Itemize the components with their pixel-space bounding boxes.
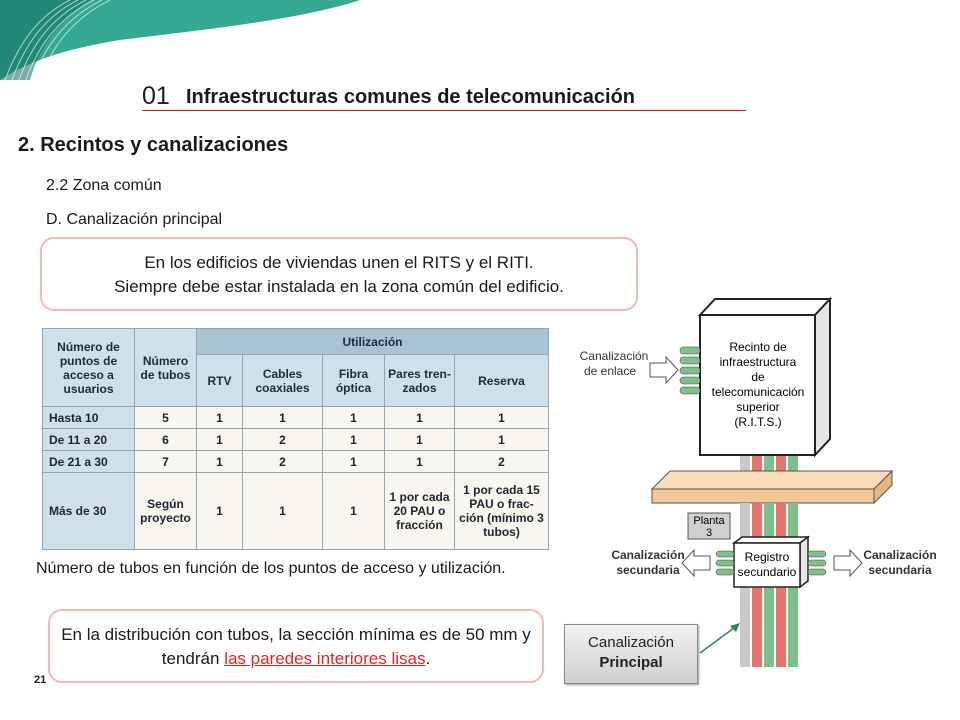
callout-line-2: Siempre debe estar instalada en la zona … xyxy=(114,277,564,296)
table-cell: 1 por cada 20 PAU o fracción xyxy=(384,472,455,550)
callout-section-note: En la distribución con tubos, la sección… xyxy=(48,609,544,683)
planta-label: Planta xyxy=(693,515,725,527)
table-cell: 1 xyxy=(322,406,385,429)
table-cell: 1 xyxy=(242,472,323,550)
label-secundaria-left-2: secundaria xyxy=(616,563,680,577)
table-cell: 1 xyxy=(196,450,243,473)
topic-title: D. Canalización principal xyxy=(46,211,223,228)
table-cell: 1 xyxy=(196,472,243,550)
arrow-left-icon xyxy=(681,548,711,578)
arrow-right-icon xyxy=(649,355,679,385)
table-cell: 1 xyxy=(384,406,455,429)
note-text-end: . xyxy=(425,649,431,668)
arrow-right-icon xyxy=(833,548,863,578)
note-text: En la distribución con tubos, la sección… xyxy=(61,625,531,668)
table-cell: 1 xyxy=(322,450,385,473)
header-utilizacion: Utilización xyxy=(195,328,550,355)
header-tube-count: Número de tubos xyxy=(134,328,197,407)
tubes-table-image: Número de puntos de acceso a usuarios Nú… xyxy=(42,328,550,550)
floor-slab xyxy=(650,469,894,505)
planta-label-box xyxy=(687,512,731,540)
table-cell: 7 xyxy=(134,450,197,473)
callout-line-1: En los edificios de viviendas unen el RI… xyxy=(144,253,534,272)
table-cell: 1 xyxy=(196,406,243,429)
label-secundaria-right: Canalización xyxy=(863,548,936,562)
header-pares: Pares tren- zados xyxy=(384,354,455,407)
table-cell: Según proyecto xyxy=(134,472,197,550)
table-cell: 1 xyxy=(453,406,550,429)
header-access-points: Número de puntos de acceso a usuarios xyxy=(42,328,135,407)
section-title: 2. Recintos y canalizaciones xyxy=(18,134,289,156)
registro-label: Registro xyxy=(745,550,790,564)
table-row: De 21 a 30 7 1 2 1 1 2 xyxy=(42,450,550,473)
pointer-line xyxy=(699,624,739,654)
label-de-enlace: de enlace xyxy=(584,364,636,378)
rits-label-line: infraestructura xyxy=(720,355,797,369)
planta-number: 3 xyxy=(706,527,712,539)
rits-label-line: (R.I.T.S.) xyxy=(734,415,781,429)
table-cell: Hasta 10 xyxy=(42,406,135,429)
canalizacion-diagram: Recinto de infraestructura de telecomuni… xyxy=(580,296,937,667)
rits-label-line: superior xyxy=(736,400,779,414)
header-reserva: Reserva xyxy=(453,354,550,407)
table-cell: 1 xyxy=(453,428,550,451)
table-cell: 6 xyxy=(134,428,197,451)
header-rtv: RTV xyxy=(196,354,243,407)
principal-label-line-2: Principal xyxy=(599,654,663,671)
table-cell: De 11 a 20 xyxy=(42,428,135,451)
table-cell: 1 xyxy=(384,450,455,473)
table-row: Más de 30 Según proyecto 1 1 1 1 por cad… xyxy=(42,472,550,550)
chapter-title: Infraestructuras comunes de telecomunica… xyxy=(186,86,636,108)
registro-secundario-box: Registro secundario xyxy=(731,535,811,589)
page-number: 21 xyxy=(34,674,47,686)
table-cell: 1 xyxy=(322,472,385,550)
pointer-arrowhead xyxy=(730,623,740,632)
decorative-wave-graphic xyxy=(0,0,360,80)
label-canalizacion-enlace: Canalización xyxy=(580,349,649,363)
label-secundaria-right-2: secundaria xyxy=(868,563,932,577)
table-cell: Más de 30 xyxy=(42,472,135,550)
table-cell: De 21 a 30 xyxy=(42,450,135,473)
rits-label-line: de xyxy=(751,370,765,384)
rits-label-line: telecomunicación xyxy=(712,385,805,399)
label-secundaria-left: Canalización xyxy=(611,548,684,562)
header-fibra: Fibra óptica xyxy=(322,354,385,407)
table-cell: 1 xyxy=(242,406,323,429)
table-cell: 1 xyxy=(322,428,385,451)
registro-label-2: secundario xyxy=(738,565,797,579)
table-cell: 1 xyxy=(384,428,455,451)
header-coaxial: Cables coaxiales xyxy=(242,354,323,407)
subsection-title: 2.2 Zona común xyxy=(46,177,162,194)
canalizacion-principal-label[interactable]: Canalización Principal xyxy=(564,624,698,684)
table-cell: 1 por cada 15 PAU o frac- ción (mínimo 3… xyxy=(453,472,550,550)
callout-definition: En los edificios de viviendas unen el RI… xyxy=(40,237,638,311)
note-link[interactable]: las paredes interiores lisas xyxy=(224,649,426,668)
table-row: De 11 a 20 6 1 2 1 1 1 xyxy=(42,428,550,451)
link-tubes xyxy=(679,346,701,395)
table-cell: 2 xyxy=(242,450,323,473)
principal-label-line-1: Canalización xyxy=(588,634,674,651)
secondary-tubes-right xyxy=(807,550,827,576)
table-row: Hasta 10 5 1 1 1 1 1 xyxy=(42,406,550,429)
rits-label-line: Recinto de xyxy=(729,340,787,354)
secondary-tubes-left xyxy=(715,550,735,576)
tubes-table: Número de puntos de acceso a usuarios Nú… xyxy=(42,328,550,550)
table-cell: 5 xyxy=(134,406,197,429)
table-caption: Número de tubos en función de los puntos… xyxy=(36,560,506,577)
chapter-number: 01 xyxy=(142,82,170,110)
table-cell: 2 xyxy=(453,450,550,473)
rits-box: Recinto de infraestructura de telecomuni… xyxy=(697,296,833,458)
table-cell: 1 xyxy=(196,428,243,451)
chapter-title-underline xyxy=(142,110,746,111)
table-cell: 2 xyxy=(242,428,323,451)
